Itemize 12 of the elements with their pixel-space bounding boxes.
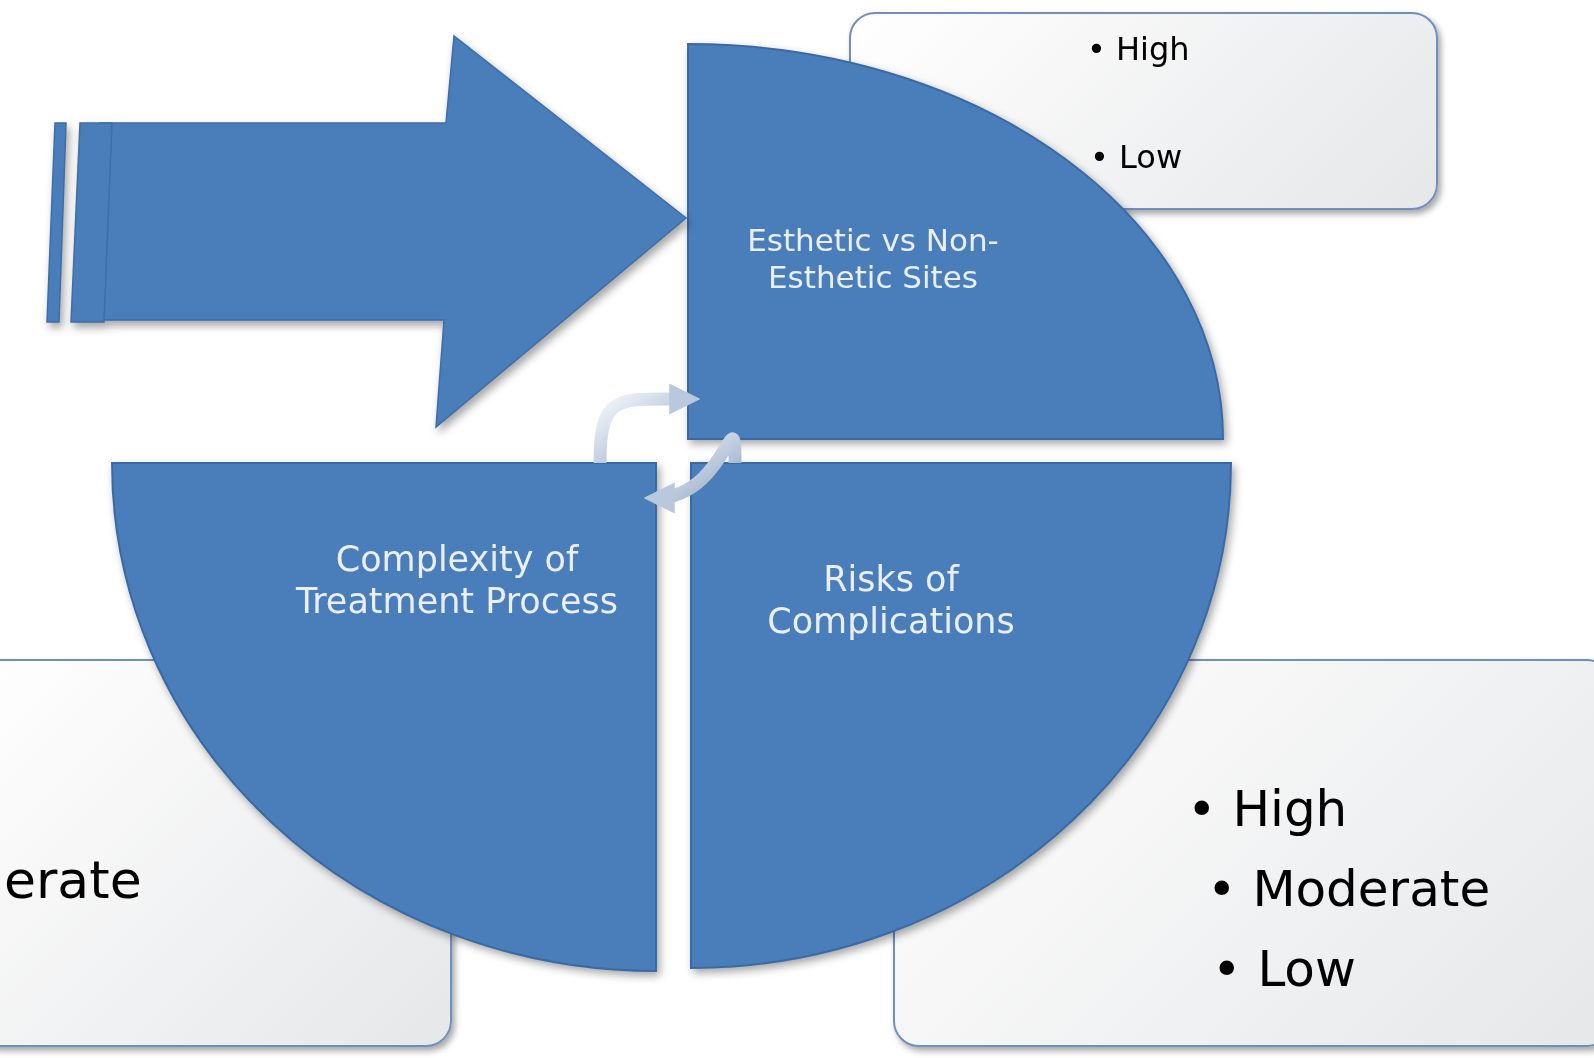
segment-label: Risks of Complications <box>766 558 1016 642</box>
segment-label: Esthetic vs Non-Esthetic Sites <box>746 222 1000 297</box>
bullet-item: • High <box>1087 30 1190 68</box>
bullet-item: • Moderate <box>1207 860 1491 918</box>
curved-arrow <box>643 433 742 512</box>
bullet-item: • Low <box>1090 138 1183 176</box>
curved-arrow <box>593 383 701 464</box>
segment-label: Complexity of Treatment Process <box>295 538 619 622</box>
bullet-item: • Low <box>1212 940 1356 998</box>
block-arrow <box>46 34 688 429</box>
item-text: erate <box>4 850 142 910</box>
bullet-item: • High <box>1187 780 1348 838</box>
